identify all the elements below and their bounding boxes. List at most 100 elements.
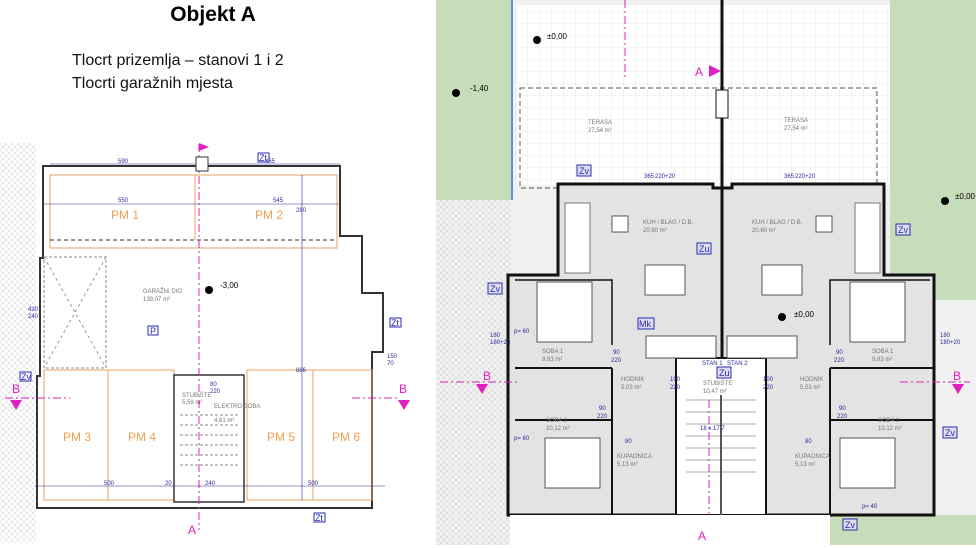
door-height: 220 <box>210 389 221 395</box>
room-area: 5,13 m² <box>617 462 637 468</box>
room-area: 10,47 m² <box>703 389 727 395</box>
tag-zv-2: Zv <box>898 225 908 235</box>
garage-level: -3,00 <box>220 281 239 290</box>
green-area-right <box>890 0 976 300</box>
window-left-h: 240 <box>28 314 39 320</box>
window-365-right: 365 <box>784 174 795 180</box>
room-area: 5,03 m² <box>621 385 641 391</box>
slide-title: Objekt A <box>170 3 256 26</box>
room-area: 5,03 m² <box>800 385 820 391</box>
parapet-60-2: p= 60 <box>514 436 530 442</box>
garage-room-name: GARAŽNI DIO <box>143 287 182 295</box>
dim-top-right: 465 <box>265 159 276 165</box>
dim-pm56: 500 <box>308 481 319 487</box>
room-area: 20,60 m² <box>643 228 667 234</box>
space-pm3: PM 3 <box>63 430 91 444</box>
level-marker-icon <box>533 36 541 44</box>
section-a-top: A <box>695 65 703 79</box>
slide-subtitle-2: Tlocrti garažnih mjesta <box>72 75 233 92</box>
bed-left-1 <box>536 281 593 343</box>
door-220-left: 220 <box>611 358 622 364</box>
ramp-area <box>43 256 107 369</box>
room-name: KUH / BLAG / D.B. <box>752 220 803 226</box>
door-80-right: 80 <box>805 439 812 445</box>
room-name: KUPAONICA <box>617 454 652 460</box>
space-pm1: PM 1 <box>111 208 139 222</box>
section-a-bottom-apt: A <box>698 529 706 543</box>
section-b-right-apt: B <box>953 369 961 383</box>
window-180b-left: 180+20 <box>490 340 511 346</box>
door-90-left: 90 <box>613 350 620 356</box>
tag-zu-2: Zu <box>719 368 730 378</box>
level-marker-icon <box>205 286 213 294</box>
tag-zv-1: Zv <box>579 166 589 176</box>
section-b-right: B <box>399 382 407 396</box>
door-width: 80 <box>210 382 217 388</box>
tag-zt-top: Zt <box>259 153 267 163</box>
section-b-left-apt: B <box>483 369 491 383</box>
room-name: KUPAONICA <box>795 454 830 460</box>
dim-height: 886 <box>296 368 307 374</box>
stair-note: 18 x 17,7 <box>700 426 725 432</box>
space-pm4: PM 4 <box>128 430 156 444</box>
room-name: TERASA <box>588 120 612 126</box>
window-365-left: 365 <box>644 174 655 180</box>
door-220-stair-right: 220 <box>763 385 774 391</box>
door-90-soba2-left: 90 <box>599 406 606 412</box>
tag-zv-3: Zv <box>490 284 500 294</box>
door-220-soba2-right: 220 <box>837 414 848 420</box>
room-name: STUBIŠTE <box>703 380 732 387</box>
window-left-w: 430 <box>28 307 39 313</box>
space-pm2: PM 2 <box>255 208 283 222</box>
tag-zu-1: Zu <box>699 244 710 254</box>
door-90-right: 90 <box>836 350 843 356</box>
dim-stair: 240 <box>205 481 216 487</box>
dining-table-left <box>644 264 686 296</box>
level-marker-icon <box>778 313 786 321</box>
level-marker-icon <box>452 89 460 97</box>
elektro-area: 4,61 m² <box>214 418 234 424</box>
window-right-w: 150 <box>387 354 398 360</box>
room-name: HODNIK <box>621 377 644 383</box>
room-name: SOBA 2 <box>546 418 568 424</box>
room-name: HODNIK <box>800 377 823 383</box>
stair-area: 5,59 m² <box>182 400 202 406</box>
door-90-soba2-right: 90 <box>839 406 846 412</box>
bed-left-2 <box>544 437 601 489</box>
terrain-hatch <box>0 143 36 543</box>
garage-outer-wall <box>36 165 384 509</box>
room-name: KUH / BLAG / D.B. <box>643 220 694 226</box>
dim-pm1: 550 <box>118 198 129 204</box>
bed-right-1 <box>849 281 906 343</box>
section-a-bottom: A <box>188 523 196 537</box>
dim-depth: 280 <box>296 208 307 214</box>
apt-label-1: STAN 1 <box>702 361 723 367</box>
stair-name: STUBIŠTE <box>182 392 211 399</box>
tag-zv-5: Zv <box>845 520 855 530</box>
green-area-left <box>436 0 511 200</box>
dim-pm2: 545 <box>273 198 284 204</box>
door-220-soba2-left: 220 <box>597 414 608 420</box>
parapet-60-1: p= 60 <box>514 329 530 335</box>
door-100-left: 100 <box>670 377 681 383</box>
room-area: 9,83 m² <box>872 357 892 363</box>
dining-table-right <box>761 264 803 296</box>
apt-label-2: STAN 2 <box>727 361 748 367</box>
space-pm5: PM 5 <box>267 430 295 444</box>
window-180b-right: 180+20 <box>940 340 961 346</box>
window-180-right: 180 <box>940 333 951 339</box>
room-area: 10,12 m² <box>878 426 902 432</box>
window-220-left: 220+20 <box>655 174 676 180</box>
bed-right-2 <box>839 437 896 489</box>
room-area: 27,54 m² <box>588 128 612 134</box>
room-area: 10,12 m² <box>546 426 570 432</box>
room-area: 5,13 m² <box>795 462 815 468</box>
room-name: SOBA 1 <box>872 349 894 355</box>
section-b-left: B <box>12 382 20 396</box>
dim-side: 20 <box>165 481 172 487</box>
dim-top-total: 590 <box>118 159 129 165</box>
level-top: ±0,00 <box>547 32 568 41</box>
tag-mk: Mk <box>639 319 651 329</box>
sofa-right <box>854 202 881 274</box>
